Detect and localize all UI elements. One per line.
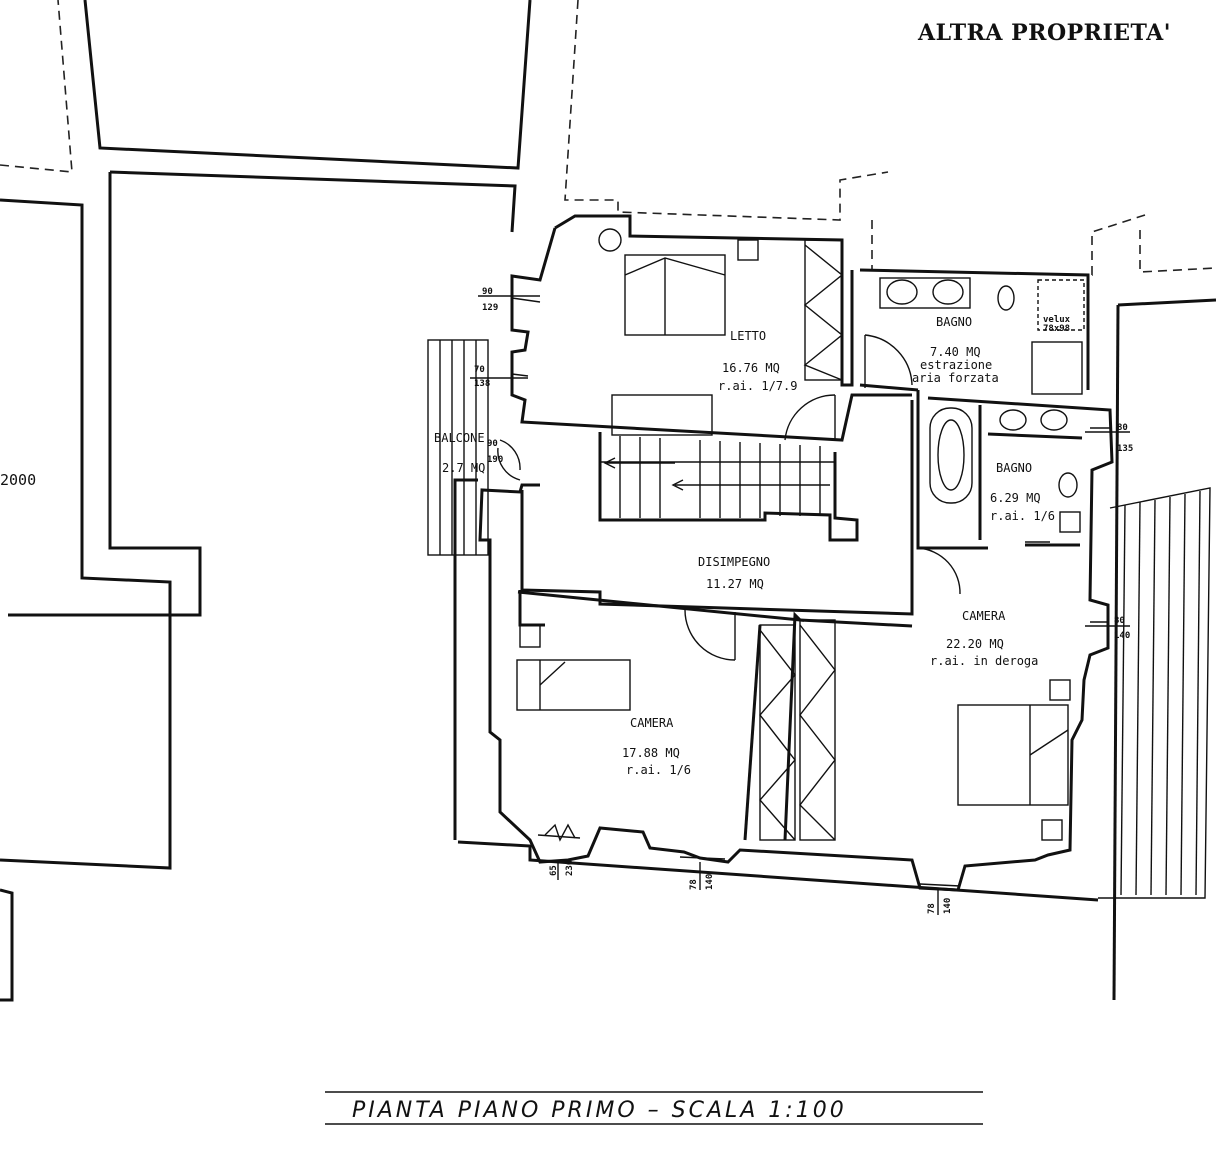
dim-height: 140 bbox=[943, 898, 953, 914]
velux-label: velux bbox=[1043, 315, 1071, 325]
dim-height: 140 bbox=[705, 874, 715, 890]
velux-size: 78x98 bbox=[1043, 324, 1070, 334]
side-number: 2000 bbox=[0, 471, 36, 489]
dim-height: 190 bbox=[487, 455, 503, 465]
room-note: aria forzata bbox=[912, 371, 999, 385]
dim-height: 138 bbox=[474, 379, 490, 389]
room-camera-left: CAMERA 17.88 MQ r.ai. 1/6 bbox=[622, 716, 691, 777]
dim-width: 80 bbox=[1117, 423, 1128, 433]
wardrobes bbox=[759, 239, 844, 841]
room-area: 2.7 MQ bbox=[442, 461, 485, 475]
room-name: BALCONE bbox=[434, 431, 485, 445]
dim-height: 230 bbox=[565, 860, 575, 876]
room-name: BAGNO bbox=[996, 461, 1032, 475]
room-area: 16.76 MQ bbox=[722, 361, 780, 375]
dim-height: 135 bbox=[1117, 444, 1133, 454]
dim-width: 78 bbox=[927, 903, 937, 914]
dim-width: 90 bbox=[482, 287, 493, 297]
room-area: 7.40 MQ bbox=[930, 345, 981, 359]
terrace-hatch bbox=[1098, 487, 1211, 899]
dim-width: 80 bbox=[1114, 616, 1125, 626]
dim-width: 78 bbox=[689, 879, 699, 890]
room-bagno-1: BAGNO 7.40 MQ estrazione aria forzata ve… bbox=[912, 315, 1071, 385]
dim-height: 140 bbox=[1114, 631, 1130, 641]
room-rai: r.ai. 1/6 bbox=[990, 509, 1055, 523]
room-rai: r.ai. in deroga bbox=[930, 654, 1038, 668]
room-balcone: BALCONE 2.7 MQ bbox=[434, 431, 485, 475]
room-area: 11.27 MQ bbox=[706, 577, 764, 591]
header-title: ALTRA PROPRIETA' bbox=[917, 20, 1171, 46]
room-name: CAMERA bbox=[962, 609, 1006, 623]
room-name: LETTO bbox=[730, 329, 766, 343]
dimension-ticks bbox=[325, 295, 1130, 1125]
room-area: 22.20 MQ bbox=[946, 637, 1004, 651]
dim-width: 90 bbox=[487, 439, 498, 449]
dim-height: 129 bbox=[482, 303, 498, 313]
room-note: estrazione bbox=[920, 358, 992, 372]
room-letto: LETTO 16.76 MQ r.ai. 1/7.9 bbox=[718, 329, 797, 393]
balcony-hatch bbox=[427, 339, 489, 556]
neighbour-outlines bbox=[0, 0, 1216, 1002]
room-area: 6.29 MQ bbox=[990, 491, 1041, 505]
dimension-labels: 90 129 70 138 90 190 80 135 80 140 65 23… bbox=[474, 287, 1133, 914]
door-swings bbox=[497, 334, 961, 661]
room-rai: r.ai. 1/7.9 bbox=[718, 379, 797, 393]
building-walls bbox=[453, 214, 1114, 902]
room-name: BAGNO bbox=[936, 315, 972, 329]
room-name: DISIMPEGNO bbox=[698, 555, 770, 569]
room-bagno-2: BAGNO 6.29 MQ r.ai. 1/6 bbox=[990, 461, 1055, 523]
room-area: 17.88 MQ bbox=[622, 746, 680, 760]
staircase bbox=[598, 432, 859, 542]
room-name: CAMERA bbox=[630, 716, 674, 730]
dim-width: 65 bbox=[549, 865, 559, 876]
room-rai: r.ai. 1/6 bbox=[626, 763, 691, 777]
windows bbox=[511, 297, 1110, 887]
plan-caption: PIANTA PIANO PRIMO – SCALA 1:100 bbox=[352, 1098, 847, 1123]
dim-width: 70 bbox=[474, 365, 485, 375]
room-disimpegno: DISIMPEGNO 11.27 MQ bbox=[698, 555, 770, 591]
furniture bbox=[516, 228, 1085, 841]
room-camera-right: CAMERA 22.20 MQ r.ai. in deroga bbox=[930, 609, 1038, 668]
